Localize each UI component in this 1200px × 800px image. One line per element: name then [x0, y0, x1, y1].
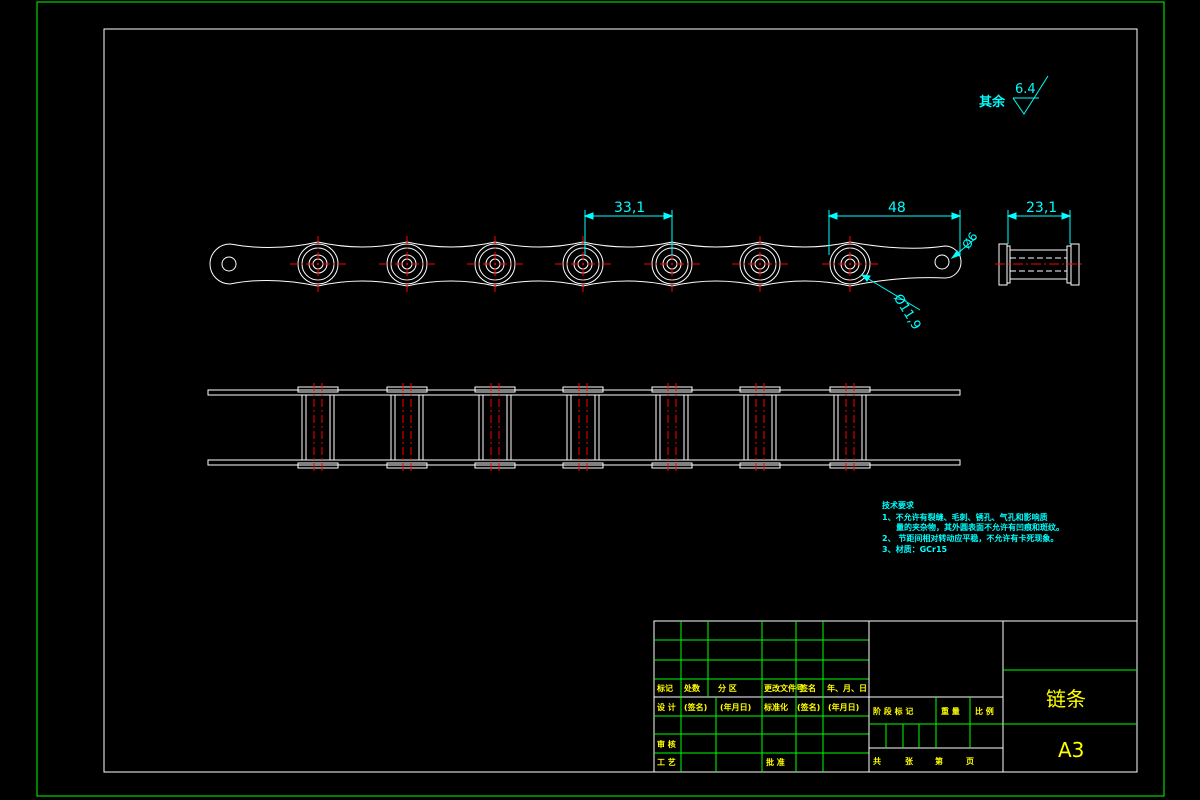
roller-1: [290, 236, 346, 292]
tb-approve: 批 准: [766, 757, 785, 767]
pin-assembly-1: [297, 383, 339, 472]
end-length-dim-text: 48: [888, 200, 906, 216]
tb-sheets: 张: [905, 757, 914, 766]
chain-top-view: [207, 383, 961, 472]
pin-assembly-4: [562, 383, 604, 472]
tb-total: 共: [873, 756, 881, 766]
dimension-end-length: [827, 210, 962, 255]
tb-header-mark: 标记: [656, 683, 673, 693]
roughness-prefix: 其余: [979, 94, 1006, 110]
chain-side-view: [209, 236, 962, 292]
tech-line-4: 3、材质：GCr15: [882, 544, 948, 554]
roller-3: [467, 236, 523, 292]
tb-header-sign: 签名: [799, 683, 816, 693]
tb-design: 设 计: [657, 702, 676, 712]
end-hole-right: [934, 254, 950, 270]
part-name: 链条: [1046, 687, 1086, 711]
tb-design-sign: (签名): [684, 702, 707, 712]
roughness-symbol: 其余 6.4: [979, 75, 1049, 115]
dimension-width: [1006, 210, 1072, 244]
tb-scale: 比 例: [975, 706, 994, 716]
tech-line-1: 1、不允许有裂缝、毛刺、锈孔、气孔和影响质: [882, 512, 1048, 522]
width-dim-text: 23,1: [1026, 200, 1057, 216]
dimension-hole-dia: [950, 237, 977, 260]
pitch-dim-text: 33,1: [614, 200, 645, 216]
tb-header-zone: 分 区: [718, 683, 737, 693]
outer-border: [36, 1, 1165, 797]
roughness-value: 6.4: [1015, 82, 1036, 97]
tb-standard-sign: (签名): [797, 702, 820, 712]
tb-stage-mark: 阶 段 标 记: [873, 706, 913, 716]
roller-4: [555, 236, 611, 292]
pin-assembly-2: [386, 383, 428, 472]
sheet-size: A3: [1058, 738, 1084, 762]
tech-heading: 技术要求: [882, 500, 915, 510]
pin-assembly-7: [829, 383, 871, 472]
tech-requirements: 技术要求 1、不允许有裂缝、毛刺、锈孔、气孔和影响质 量的夹杂物，其外圆表面不允…: [882, 500, 1064, 554]
inner-border: [103, 28, 1138, 773]
hole-dia-dim-text: Ø6: [959, 230, 980, 252]
title-block: [653, 620, 1138, 773]
tech-line-2: 量的夹杂物，其外圆表面不允许有凹痕和斑纹。: [896, 522, 1064, 532]
roller-6: [732, 236, 788, 292]
tb-header-change-doc: 更改文件号: [764, 683, 804, 693]
tb-weight: 重 量: [941, 706, 960, 716]
pin-assembly-3: [474, 383, 516, 472]
tb-design-date: (年月日): [720, 702, 751, 712]
chain-plate-outline: [209, 241, 962, 287]
tech-line-3: 2、 节距间相对转动应平稳，不允许有卡死现象。: [882, 533, 1058, 543]
chain-end-view: [995, 243, 1083, 286]
tb-header-date: 年、月、日: [827, 683, 867, 693]
tb-number: 第: [935, 756, 943, 766]
end-hole-left: [221, 256, 237, 272]
tb-standard-date: (年月日): [828, 702, 859, 712]
pin-assembly-5: [651, 383, 693, 472]
title-block-labels: 标记 处数 分 区 更改文件号 签名 年、月、日 设 计 (签名) (年月日) …: [656, 683, 1086, 767]
tb-process: 工 艺: [657, 757, 676, 767]
tb-header-count: 处数: [683, 683, 701, 693]
dimension-roller-dia: [860, 274, 921, 311]
pin-assembly-6: [739, 383, 781, 472]
roller-dia-dim-text: Ø11,9: [890, 292, 923, 333]
tb-page: 页: [966, 757, 974, 766]
tb-standard: 标准化: [763, 702, 788, 712]
tb-review: 审 核: [657, 739, 676, 749]
roller-2: [379, 236, 435, 292]
dimension-pitch: [583, 210, 674, 255]
roller-7: [822, 236, 878, 292]
